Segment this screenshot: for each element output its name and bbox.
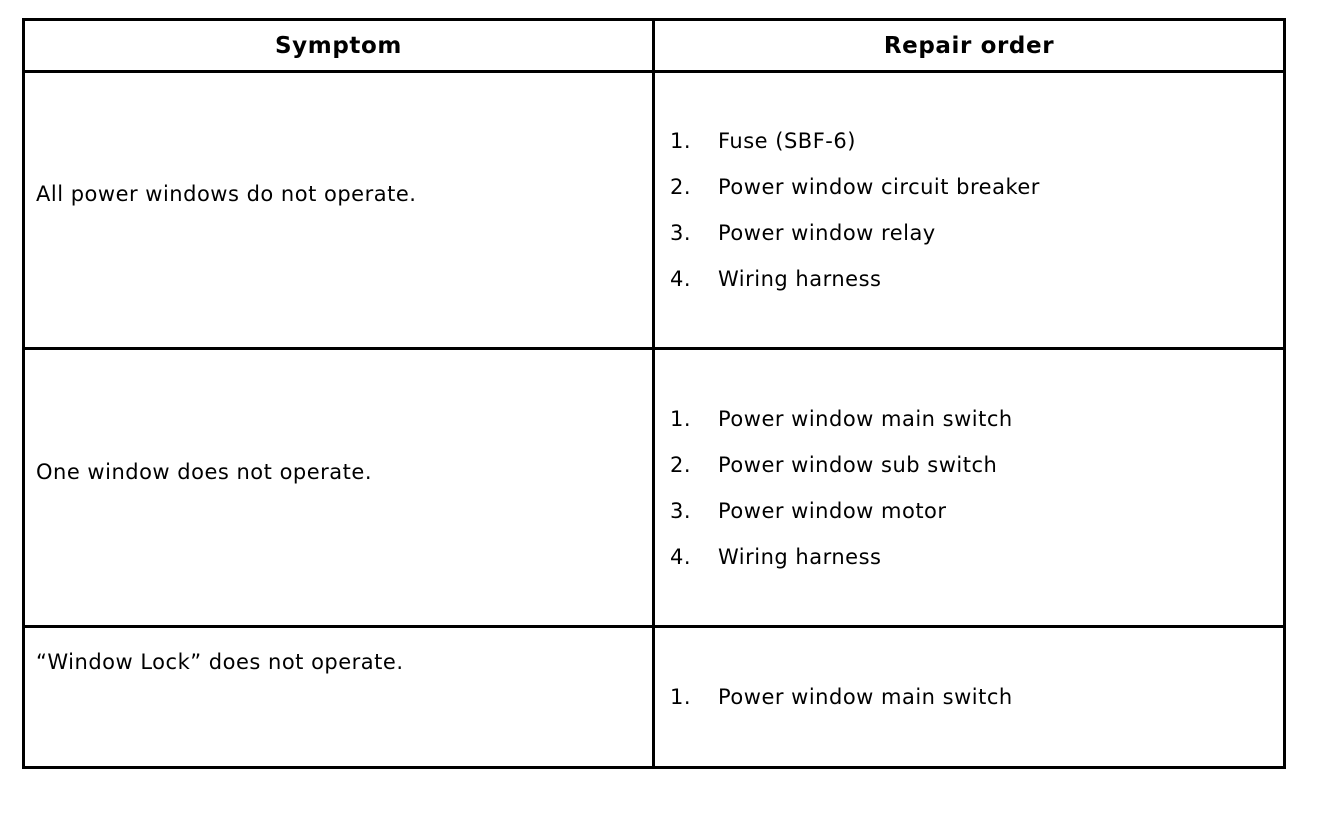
repair-list: 1. Power window main switch 2. Power win…: [670, 396, 1283, 580]
list-item-number: 2.: [670, 175, 692, 199]
list-item: 4. Wiring harness: [670, 534, 1283, 580]
list-item-label: Wiring harness: [718, 544, 882, 569]
repair-order-cell: 1. Power window main switch 2. Power win…: [652, 347, 1286, 628]
list-item-number: 4.: [670, 267, 692, 291]
symptom-column-header: Symptom: [22, 18, 655, 73]
list-item-number: 4.: [670, 544, 692, 569]
table-row: “Window Lock” does not operate. 1. Power…: [22, 625, 1286, 769]
list-item: 4. Wiring harness: [670, 256, 1283, 302]
repair-order-cell: 1. Power window main switch: [652, 625, 1286, 769]
table-header-row: Symptom Repair order: [22, 18, 1286, 73]
list-item: 3. Power window relay: [670, 210, 1283, 256]
repair-list: 1. Power window main switch: [670, 674, 1283, 720]
table-row: One window does not operate. 1. Power wi…: [22, 347, 1286, 628]
list-item-number: 1.: [670, 685, 692, 709]
symptom-text: One window does not operate.: [36, 459, 372, 484]
list-item: 2. Power window circuit breaker: [670, 164, 1283, 210]
list-item: 1. Power window main switch: [670, 674, 1283, 720]
list-item-label: Power window relay: [718, 221, 936, 245]
list-item: 3. Power window motor: [670, 488, 1283, 534]
list-item-label: Power window sub switch: [718, 452, 998, 477]
symptom-cell: One window does not operate.: [22, 347, 655, 628]
list-item-label: Fuse (SBF-6): [718, 129, 856, 153]
symptom-cell: “Window Lock” does not operate.: [22, 625, 655, 769]
repair-order-cell: 1. Fuse (SBF-6) 2. Power window circuit …: [652, 70, 1286, 350]
list-item-number: 3.: [670, 221, 692, 245]
list-item: 1. Fuse (SBF-6): [670, 118, 1283, 164]
list-item-number: 1.: [670, 129, 692, 153]
repair-order-column-header: Repair order: [652, 18, 1286, 73]
list-item-label: Power window circuit breaker: [718, 175, 1040, 199]
list-item-number: 3.: [670, 498, 692, 523]
table-row: All power windows do not operate. 1. Fus…: [22, 70, 1286, 350]
list-item-label: Power window main switch: [718, 685, 1013, 709]
list-item-label: Power window motor: [718, 498, 947, 523]
list-item-number: 1.: [670, 406, 692, 431]
symptom-cell: All power windows do not operate.: [22, 70, 655, 350]
list-item-number: 2.: [670, 452, 692, 477]
repair-list: 1. Fuse (SBF-6) 2. Power window circuit …: [670, 118, 1283, 302]
symptom-text: All power windows do not operate.: [36, 182, 417, 206]
list-item: 2. Power window sub switch: [670, 442, 1283, 488]
list-item-label: Wiring harness: [718, 267, 882, 291]
list-item-label: Power window main switch: [718, 406, 1013, 431]
list-item: 1. Power window main switch: [670, 396, 1283, 442]
symptom-text: “Window Lock” does not operate.: [36, 650, 404, 674]
symptom-repair-table: Symptom Repair order All power windows d…: [22, 18, 1286, 769]
